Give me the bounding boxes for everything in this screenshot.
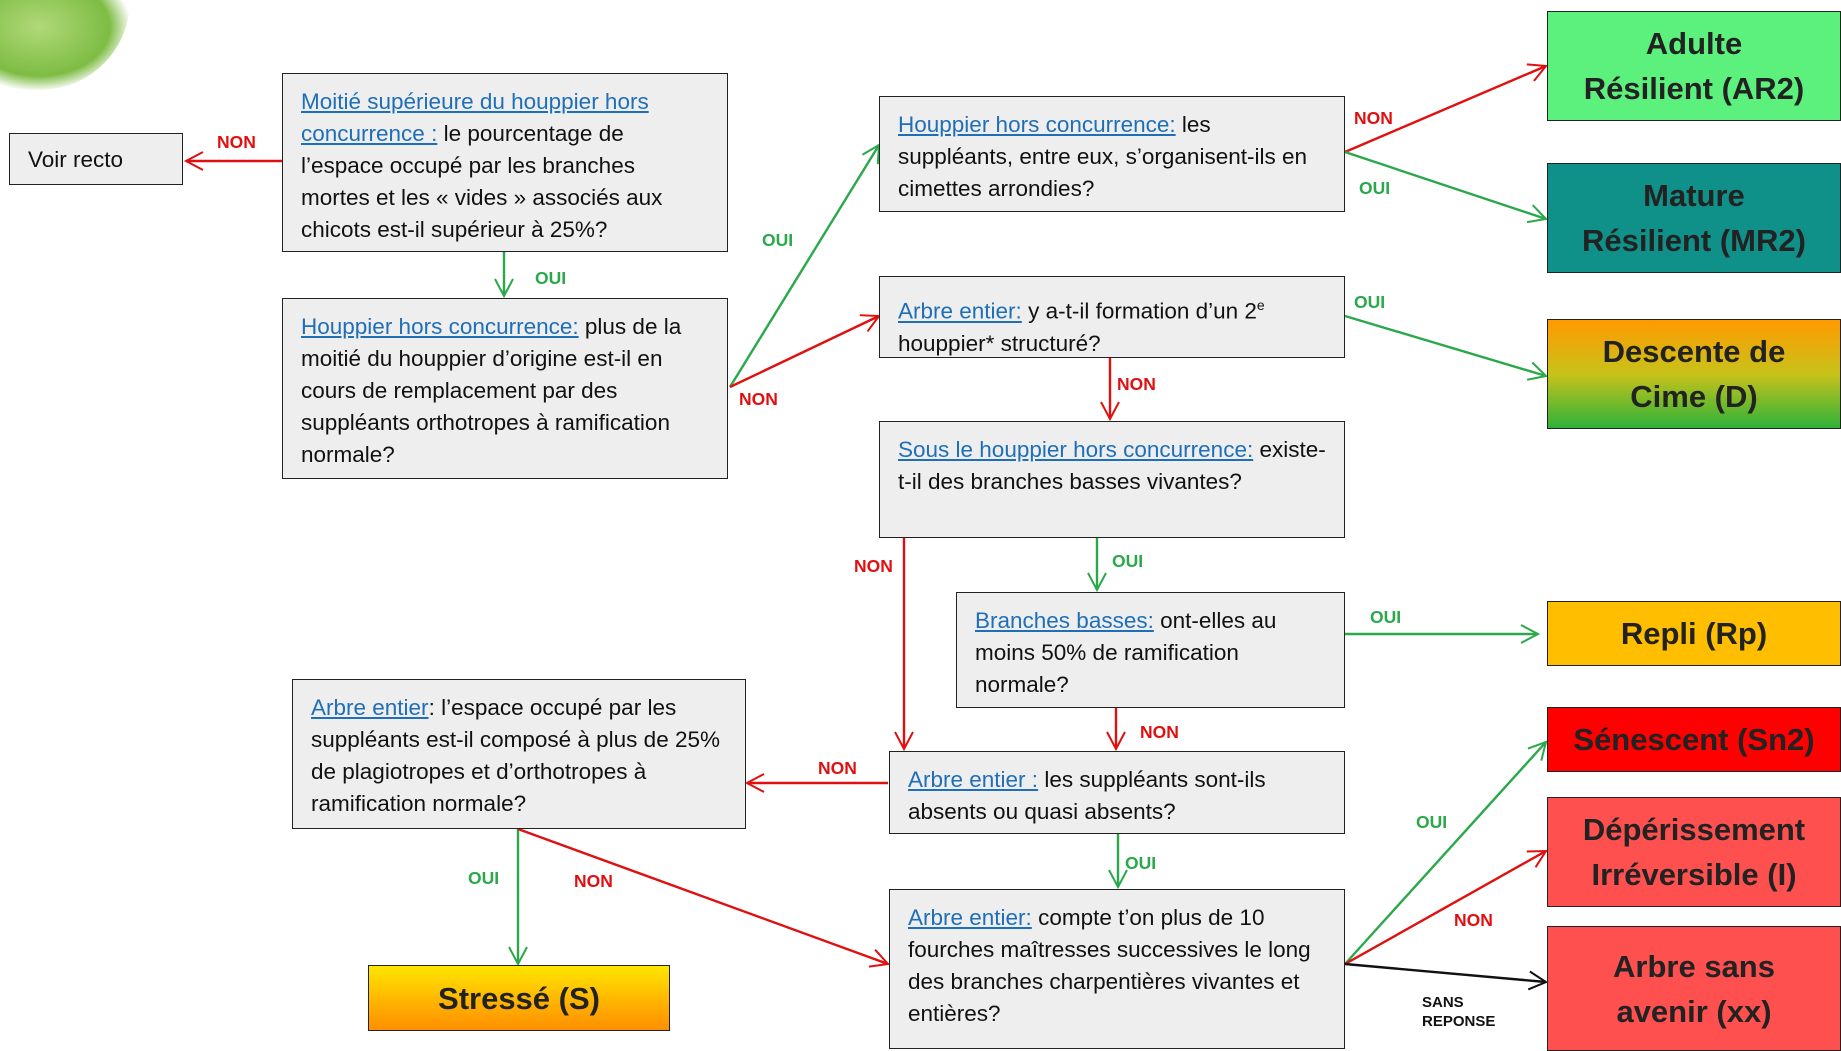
question-q2-link[interactable]: Houppier hors concurrence: <box>301 314 579 339</box>
arrow-q9-oui-sn2 <box>1344 740 1548 965</box>
question-q4-text-before: y a-t-il formation d’un 2 <box>1021 298 1257 324</box>
question-q4-superscript: e <box>1256 297 1265 313</box>
result-s-text: Stressé (S) <box>438 980 600 1016</box>
result-mature-resilient: Mature Résilient (MR2) <box>1547 163 1841 273</box>
label-non-q5: NON <box>854 556 893 576</box>
arrow-q2-non-q4 <box>729 314 881 389</box>
question-box-q9: Arbre entier: compte t’on plus de 10 fou… <box>889 889 1345 1049</box>
result-i-line2: Irréversible (I) <box>1591 857 1797 892</box>
question-q8-link[interactable]: Arbre entier : <box>908 767 1039 792</box>
question-q7-text: : l’espace occupé par les suppléants est… <box>311 695 720 816</box>
label-sans-reponse: SANS REPONSE <box>1422 993 1495 1031</box>
label-sans-reponse-line1: SANS <box>1422 994 1464 1011</box>
question-q1-text: le pourcentage de l’espace occupé par le… <box>301 121 663 242</box>
result-deperissement-irreversible: Dépérissement Irréversible (I) <box>1547 797 1841 907</box>
question-q4-text-after: houppier* structuré? <box>898 330 1101 356</box>
question-box-q1: Moitié supérieure du houppier hors concu… <box>282 73 728 252</box>
question-q5-text: existe-t-il des branches basses vivantes… <box>898 437 1326 494</box>
label-oui-q7: OUI <box>468 868 500 888</box>
question-q6-link[interactable]: Branches basses: <box>975 608 1154 633</box>
arrow-q3-oui-mr2 <box>1344 150 1549 224</box>
result-xx-line2: avenir (xx) <box>1616 993 1772 1029</box>
question-q3-link[interactable]: Houppier hors concurrence: <box>898 112 1176 137</box>
label-oui-q4: OUI <box>1354 292 1386 312</box>
question-box-q4: Arbre entier: y a-t-il formation d’un 2e… <box>879 276 1345 358</box>
result-descente-de-cime: Descente de Cime (D) <box>1547 319 1841 429</box>
result-sn2-text: Sénescent (Sn2) <box>1573 722 1815 757</box>
question-q9-text: compte t’on plus de 10 fourches maîtress… <box>908 905 1311 1026</box>
question-q1-link[interactable]: Moitié supérieure du houppier hors concu… <box>301 89 649 146</box>
question-box-q5: Sous le houppier hors concurrence: exist… <box>879 421 1345 538</box>
result-arbre-sans-avenir: Arbre sans avenir (xx) <box>1547 926 1841 1051</box>
result-stresse: Stressé (S) <box>368 965 670 1031</box>
arrow-q2-oui-q3 <box>728 143 881 388</box>
label-oui-q1: OUI <box>535 268 567 288</box>
label-oui-q8: OUI <box>1125 853 1157 873</box>
result-rp-text: Repli (Rp) <box>1620 616 1768 651</box>
question-q3-text: les suppléants, entre eux, s’organisent-… <box>898 112 1307 201</box>
label-oui-q2: OUI <box>762 230 794 250</box>
question-q2-text: plus de la moitié du houppier d’origine … <box>301 314 682 467</box>
arrow-q9-non-i <box>1344 849 1548 966</box>
label-non-q7: NON <box>574 871 613 891</box>
result-ar2-line1: Adulte <box>1645 26 1743 61</box>
result-xx-line1: Arbre sans <box>1613 948 1775 984</box>
question-q4-link[interactable]: Arbre entier: <box>898 298 1022 324</box>
label-non-q1: NON <box>217 132 256 152</box>
question-q8-text: les suppléants sont-ils absents ou quasi… <box>908 767 1266 824</box>
label-oui-q9: OUI <box>1416 812 1448 832</box>
label-non-q6: NON <box>1140 722 1179 742</box>
label-non-q9: NON <box>1454 910 1493 930</box>
question-box-q3: Houppier hors concurrence: les suppléant… <box>879 96 1345 212</box>
question-box-q8: Arbre entier : les suppléants sont-ils a… <box>889 751 1345 834</box>
label-non-q2: NON <box>739 389 778 409</box>
result-repli: Repli (Rp) <box>1547 601 1841 666</box>
result-d-line1: Descente de <box>1602 334 1786 369</box>
label-non-q4: NON <box>1117 374 1156 394</box>
question-q5-link[interactable]: Sous le houppier hors concurrence: <box>898 437 1254 462</box>
result-ar2-line2: Résilient (AR2) <box>1583 71 1805 106</box>
question-q7-link[interactable]: Arbre entier <box>311 695 429 720</box>
voir-recto-text: Voir recto <box>28 147 124 172</box>
arrow-q7-non-q9 <box>517 827 891 968</box>
voir-recto-box: Voir recto <box>9 133 183 185</box>
question-q9-link[interactable]: Arbre entier: <box>908 905 1032 930</box>
arrow-q4-oui-d <box>1344 314 1549 381</box>
result-adulte-resilient: Adulte Résilient (AR2) <box>1547 11 1841 121</box>
result-senescent: Sénescent (Sn2) <box>1547 707 1841 772</box>
result-i-line1: Dépérissement <box>1582 812 1806 847</box>
result-d-line2: Cime (D) <box>1630 379 1758 414</box>
label-oui-q5: OUI <box>1112 551 1144 571</box>
arrow-q9-sans-reponse-xx <box>1344 962 1549 991</box>
label-oui-q3: OUI <box>1359 178 1391 198</box>
question-box-q7: Arbre entier: l’espace occupé par les su… <box>292 679 746 829</box>
result-mr2-line1: Mature <box>1643 178 1745 213</box>
question-box-q6: Branches basses: ont-elles au moins 50% … <box>956 592 1345 708</box>
label-non-q3: NON <box>1354 108 1393 128</box>
label-sans-reponse-line2: REPONSE <box>1422 1013 1496 1030</box>
result-mr2-line2: Résilient (MR2) <box>1582 223 1806 258</box>
question-q6-text: ont-elles au moins 50% de ramification n… <box>975 608 1277 697</box>
question-box-q2: Houppier hors concurrence: plus de la mo… <box>282 298 728 479</box>
label-oui-q6: OUI <box>1370 607 1402 627</box>
arrow-q3-non-ar2 <box>1344 63 1548 154</box>
label-non-q8: NON <box>818 758 857 778</box>
